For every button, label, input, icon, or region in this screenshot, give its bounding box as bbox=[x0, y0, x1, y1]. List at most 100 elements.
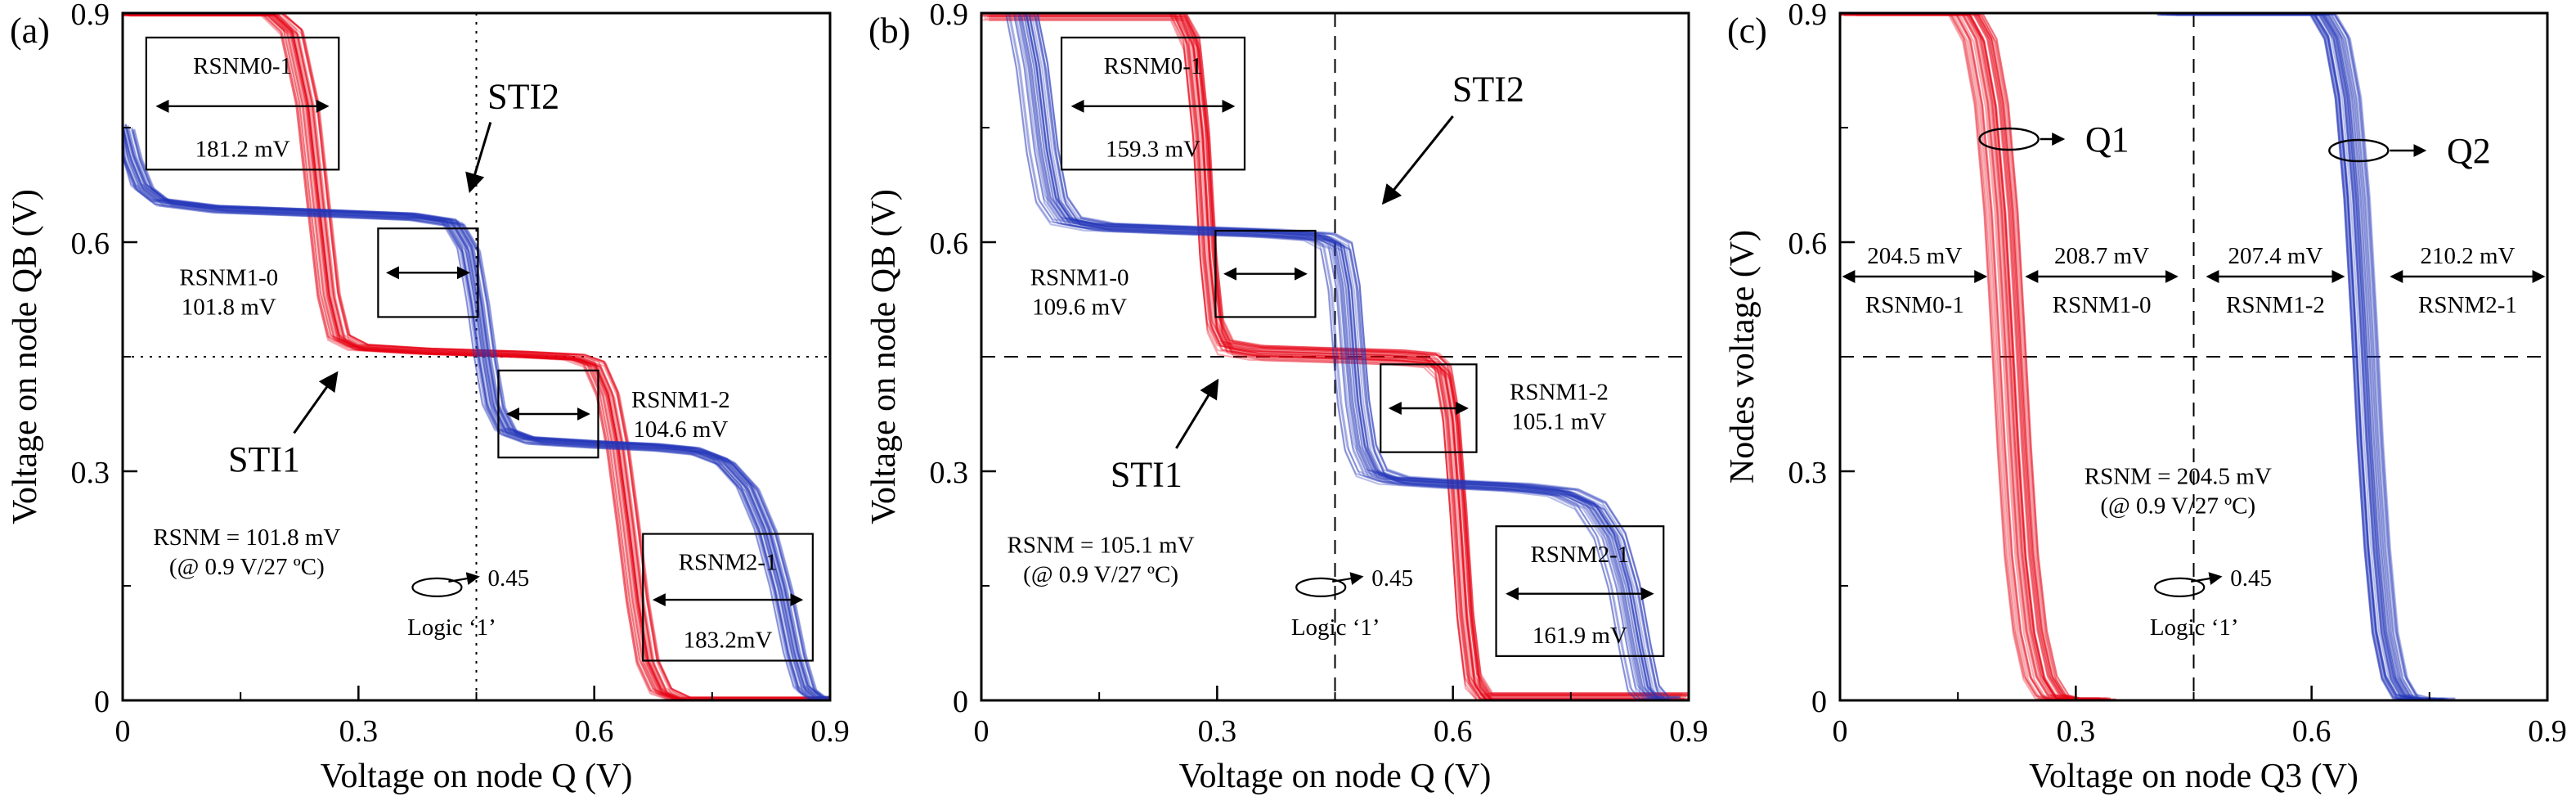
mc-curve bbox=[2156, 13, 2433, 700]
red-vtc-bundle bbox=[981, 13, 1689, 700]
rsnm1-2-arrowbox bbox=[497, 369, 599, 459]
mc-curve bbox=[990, 15, 1689, 700]
logic-ellipse bbox=[1295, 577, 1347, 597]
mc-curve bbox=[1840, 13, 2083, 700]
mc-curve bbox=[132, 13, 830, 699]
x-tick-label: 0.3 bbox=[1198, 714, 1237, 749]
mc-curve bbox=[1026, 17, 1671, 700]
y-tick-label: 0.6 bbox=[930, 227, 969, 261]
mc-curve bbox=[2161, 13, 2436, 700]
box-value: 181.2 mV bbox=[195, 136, 290, 162]
mc-curve bbox=[1013, 16, 1658, 700]
mc-curve bbox=[985, 13, 1689, 695]
text-line2: 105.1 mV bbox=[1511, 409, 1606, 435]
mc-curve bbox=[123, 13, 820, 700]
mc-curve bbox=[1012, 13, 1657, 700]
mc-curve bbox=[987, 13, 1689, 696]
mc-curve bbox=[123, 13, 830, 700]
mc-curve bbox=[1014, 13, 1658, 698]
y-axis-title: Voltage on node QB (V) bbox=[865, 189, 903, 524]
annotation-box bbox=[1380, 363, 1478, 453]
text-line2: 101.8 mV bbox=[182, 295, 276, 321]
x-tick-label: 0.6 bbox=[1434, 714, 1473, 749]
mc-curve bbox=[124, 127, 830, 700]
mc-curve bbox=[2171, 13, 2447, 700]
mc-curve bbox=[1840, 13, 2090, 700]
mc-curve bbox=[1033, 13, 1677, 700]
blue-vtc-bundle bbox=[1005, 13, 1681, 700]
mc-curve bbox=[2160, 13, 2435, 700]
mc-curve bbox=[989, 16, 1689, 700]
mc-curve bbox=[1840, 13, 2084, 700]
mc-curve bbox=[123, 124, 828, 698]
mc-curve bbox=[989, 19, 1689, 700]
text-line1: RSNM1-2 bbox=[1510, 380, 1609, 406]
logic-arrow bbox=[448, 572, 480, 585]
mc-curve bbox=[1844, 13, 2104, 700]
mc-curve bbox=[123, 130, 825, 700]
q1-callout: Q1 bbox=[1978, 119, 2129, 160]
y-tick-label: 0 bbox=[953, 685, 968, 719]
mc-curve bbox=[1025, 13, 1669, 699]
mc-curve bbox=[123, 13, 830, 700]
node-label: Q1 bbox=[2085, 119, 2129, 160]
mc-curve bbox=[123, 124, 819, 699]
mc-curve bbox=[123, 14, 819, 700]
mc-curve bbox=[2180, 13, 2456, 700]
x-tick-label: 0.9 bbox=[810, 714, 850, 749]
box-title: RSNM2-1 bbox=[1530, 542, 1629, 568]
y-tick-label: 0.3 bbox=[930, 456, 969, 490]
annotation-box bbox=[1214, 229, 1317, 318]
node-ellipse bbox=[2328, 138, 2390, 163]
mc-curve bbox=[1005, 16, 1650, 700]
mc-curve bbox=[1840, 13, 2096, 700]
mc-curve bbox=[1024, 13, 1669, 700]
mc-curve bbox=[990, 13, 1689, 696]
q1-red-bundle bbox=[1840, 13, 2116, 700]
box-value: 159.3 mV bbox=[1106, 136, 1200, 162]
mc-curve bbox=[1005, 13, 1649, 700]
mc-curve bbox=[123, 13, 822, 699]
mc-curve bbox=[2169, 13, 2444, 700]
y-tick-label: 0.9 bbox=[930, 0, 969, 32]
measure-value: 207.4 mV bbox=[2228, 243, 2322, 269]
mc-curve bbox=[1036, 13, 1681, 698]
mc-curve bbox=[981, 15, 1681, 700]
mc-curve bbox=[1025, 13, 1670, 700]
mc-curve bbox=[123, 13, 830, 700]
mc-curve bbox=[132, 129, 830, 700]
mc-curve bbox=[982, 13, 1689, 700]
mc-curve bbox=[1840, 13, 2085, 700]
mc-curve bbox=[981, 13, 1683, 695]
callout-arrow bbox=[293, 371, 339, 434]
mc-curve bbox=[1028, 13, 1672, 700]
mc-curve bbox=[2156, 14, 2432, 700]
mc-curve bbox=[132, 13, 830, 700]
mc-curve bbox=[131, 127, 830, 700]
mc-curve bbox=[1840, 13, 2096, 700]
mc-curve bbox=[1028, 15, 1672, 700]
mc-curve bbox=[124, 124, 830, 698]
box-value: 183.2mV bbox=[684, 627, 773, 653]
mc-curve bbox=[125, 124, 830, 699]
mc-curve bbox=[123, 14, 826, 700]
mc-curve bbox=[1008, 13, 1652, 700]
y-axis-title: Voltage on node QB (V) bbox=[7, 189, 44, 524]
logic-label: Logic ‘1’ bbox=[407, 614, 496, 641]
mc-curve bbox=[123, 13, 821, 700]
mc-curve bbox=[1842, 13, 2103, 700]
blue-vtc-bundle bbox=[123, 124, 830, 700]
logic-label: Logic ‘1’ bbox=[2150, 614, 2239, 641]
mc-curve bbox=[989, 17, 1689, 700]
mc-curve bbox=[2173, 13, 2448, 700]
mc-curve bbox=[1028, 15, 1672, 700]
text-line1: RSNM = 204.5 mV bbox=[2085, 463, 2272, 489]
y-axis-title: Nodes voltage (V) bbox=[1724, 230, 1761, 484]
callout-arrow bbox=[1175, 378, 1219, 449]
mc-curve bbox=[1018, 13, 1663, 700]
mc-curve bbox=[128, 13, 830, 700]
